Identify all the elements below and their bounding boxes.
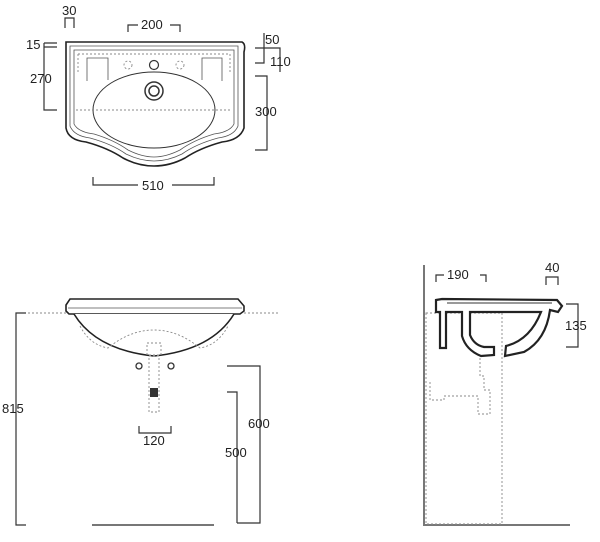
basin-rim-front: [65, 298, 245, 315]
hidden-cabinet: [425, 312, 503, 525]
tap-hole-left: [123, 60, 133, 70]
dim-line-200: [127, 24, 181, 32]
drain-inner-ring: [148, 85, 160, 97]
dim-50: 50: [265, 32, 279, 47]
dim-135: 135: [565, 318, 587, 333]
side-view: 190 40 135: [423, 260, 587, 526]
rim-contour-outer: [69, 45, 239, 162]
hidden-line-deck: [78, 53, 231, 72]
dim-line-30: [64, 17, 75, 28]
dim-line-120: [138, 426, 172, 434]
bolt-left: [135, 362, 143, 370]
dim-line-135: [566, 303, 579, 348]
dim-line-40: [545, 276, 559, 285]
dim-line-600-500: [227, 365, 261, 524]
dim-120: 120: [143, 433, 165, 448]
dim-line-50-110-300: [255, 33, 281, 151]
left-tap-deck: [86, 57, 109, 81]
basin-bowl-front: [73, 313, 235, 357]
hidden-trap-pipe: [429, 355, 491, 415]
dim-15: 15: [26, 37, 40, 52]
dim-300: 300: [255, 104, 277, 119]
dim-line-510: [92, 177, 215, 186]
dim-600: 600: [248, 416, 270, 431]
dim-line-815: [15, 312, 26, 526]
dim-500: 500: [225, 445, 247, 460]
tap-hole-right: [175, 60, 185, 70]
dim-line-15-270: [43, 42, 57, 111]
dim-40: 40: [545, 260, 559, 275]
basin-section: [434, 297, 564, 358]
right-tap-deck: [201, 57, 223, 81]
dim-30: 30: [62, 3, 76, 18]
rim-contour-inner: [73, 49, 235, 158]
front-view: 815 600 500 120: [2, 298, 280, 526]
dim-815: 815: [2, 401, 24, 416]
dim-510: 510: [142, 178, 164, 193]
dim-270: 270: [30, 71, 52, 86]
hidden-waste-pipe: [148, 355, 160, 413]
dim-line-190: [435, 274, 487, 282]
trap-fitting: [150, 388, 158, 397]
tap-hole-center: [148, 59, 160, 71]
dim-200: 200: [141, 17, 163, 32]
hidden-waste-outlet: [146, 342, 162, 356]
top-view: 30 200 15 270 50 110 300 510: [26, 3, 291, 193]
dim-190: 190: [447, 267, 469, 282]
dim-110: 110: [270, 54, 291, 69]
bolt-right: [167, 362, 175, 370]
